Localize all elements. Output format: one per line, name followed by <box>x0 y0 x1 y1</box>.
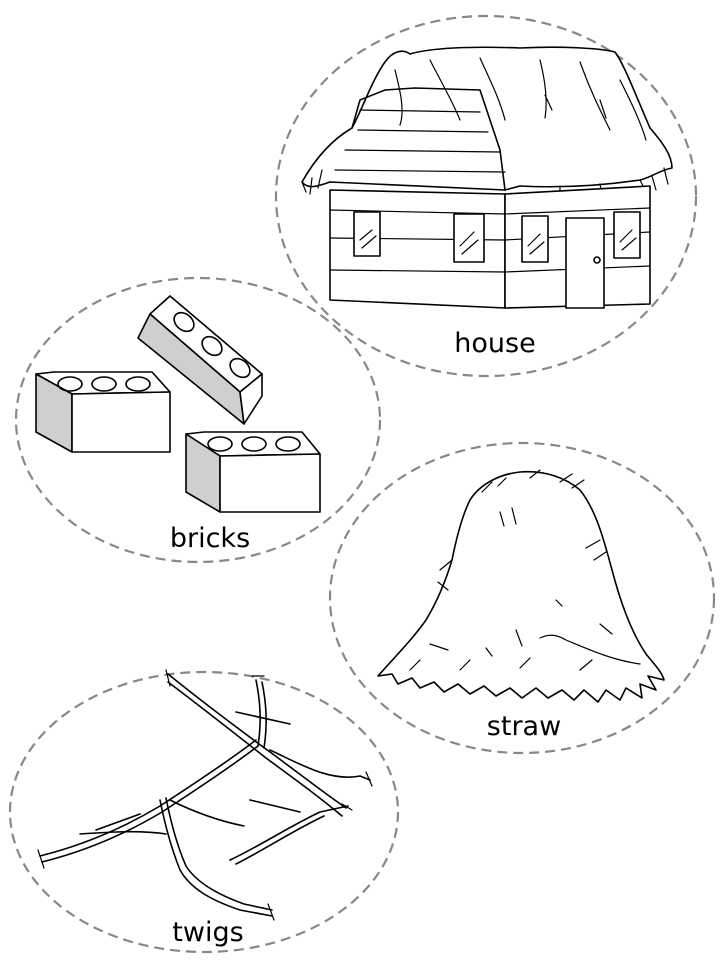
twigs-label: twigs <box>172 917 243 948</box>
straw-group: straw <box>328 441 716 755</box>
straw-illustration <box>377 469 665 703</box>
twigs-dashed-oval <box>8 670 400 954</box>
house-label: house <box>454 328 535 359</box>
house-dashed-oval <box>274 14 698 378</box>
straw-label: straw <box>487 711 561 742</box>
bricks-group: bricks <box>14 276 382 564</box>
bricks-label: bricks <box>170 523 250 554</box>
bricks-dashed-oval <box>14 276 382 564</box>
twigs-group: twigs <box>8 669 400 954</box>
bricks-illustration <box>35 295 321 513</box>
straw-dashed-oval <box>328 441 716 755</box>
twigs-illustration <box>37 669 373 921</box>
house-illustration <box>301 46 673 309</box>
house-group: house <box>274 14 698 378</box>
